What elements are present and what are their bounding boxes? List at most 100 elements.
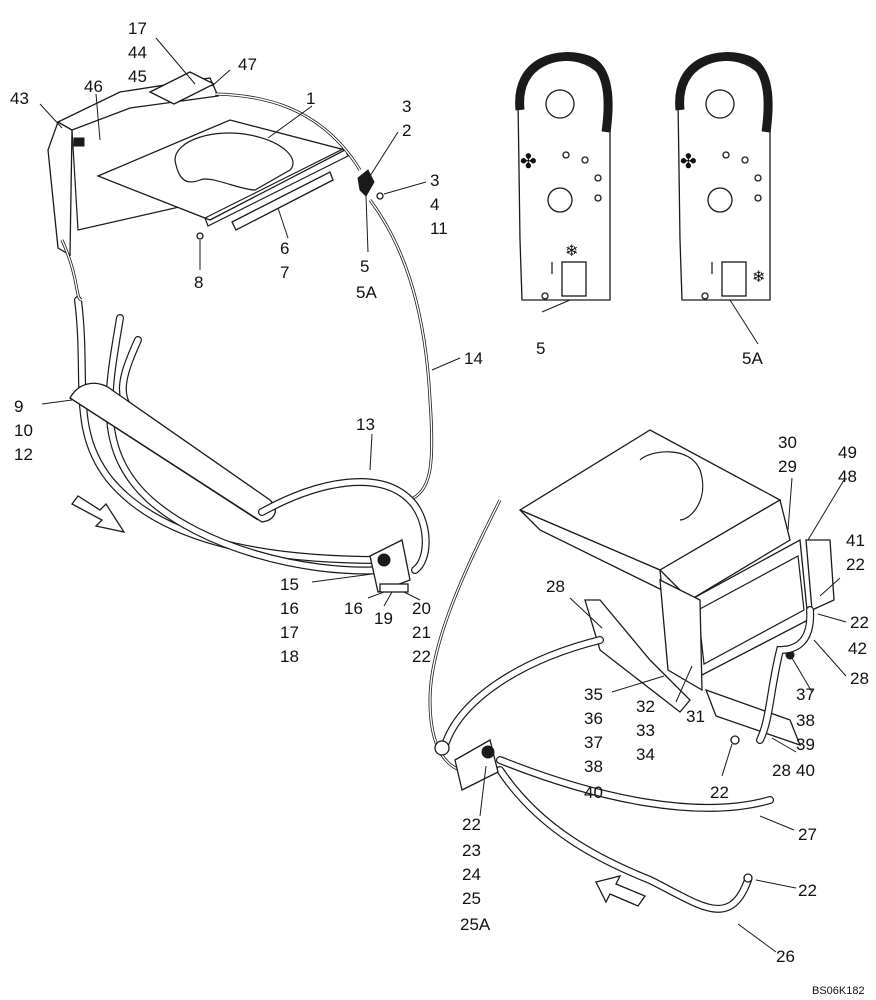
hose-end-22b bbox=[730, 735, 740, 745]
panel-5-arc bbox=[515, 52, 613, 133]
bracket-edge bbox=[71, 129, 211, 231]
side-bracket-left bbox=[47, 121, 73, 257]
label-22c: 22 bbox=[850, 613, 869, 632]
label-18: 18 bbox=[280, 647, 299, 666]
flow-arrow-left bbox=[71, 495, 126, 533]
label-38: 38 bbox=[584, 757, 603, 776]
bracket-right-side bbox=[659, 578, 703, 692]
label-33: 33 bbox=[636, 721, 655, 740]
snowflake-icon: ❄ bbox=[565, 243, 578, 260]
label-14: 14 bbox=[464, 349, 483, 368]
label-4: 4 bbox=[430, 195, 439, 214]
label-28b: 28 bbox=[850, 669, 869, 688]
side-fitting-right bbox=[805, 539, 835, 611]
panel-5a-arc bbox=[675, 52, 773, 133]
label-11: 11 bbox=[430, 219, 448, 238]
label-32: 32 bbox=[636, 697, 655, 716]
upper-left-hoses bbox=[60, 92, 434, 575]
label-2: 2 bbox=[402, 121, 411, 140]
callout-labels: 17 44 45 47 43 46 1 3 2 3 4 11 6 7 5 5A … bbox=[10, 19, 869, 997]
label-22f: 22 bbox=[798, 881, 817, 900]
label-29: 29 bbox=[778, 457, 797, 476]
label-19: 19 bbox=[374, 609, 393, 628]
label-41: 41 bbox=[846, 531, 865, 550]
label-35: 35 bbox=[584, 685, 603, 704]
control-panel-5a: ✤ ❄ bbox=[675, 52, 773, 301]
snowflake-icon-5a: ❄ bbox=[752, 269, 765, 286]
bracket-clip bbox=[73, 137, 85, 147]
label-6: 6 bbox=[280, 239, 289, 258]
lower-right-hoses bbox=[428, 499, 815, 913]
flow-arrow-right bbox=[595, 875, 646, 907]
label-22d: 22 bbox=[710, 783, 729, 802]
valve-block-right bbox=[434, 739, 499, 791]
valve-block-left bbox=[369, 539, 411, 593]
label-5A-panel: 5A bbox=[742, 349, 763, 368]
panel-5a-switch bbox=[721, 261, 747, 297]
label-15: 15 bbox=[280, 575, 299, 594]
label-5: 5 bbox=[360, 257, 369, 276]
lower-right-assembly bbox=[518, 429, 835, 747]
wire-14 bbox=[368, 199, 434, 502]
control-panel-5: ✤ ❄ bbox=[515, 52, 613, 301]
valve-switch bbox=[357, 169, 375, 197]
label-27: 27 bbox=[798, 825, 817, 844]
label-38b: 38 bbox=[796, 711, 815, 730]
tray-front-lip bbox=[204, 147, 349, 227]
label-42: 42 bbox=[848, 639, 867, 658]
screw-8 bbox=[196, 232, 204, 240]
label-45: 45 bbox=[128, 67, 147, 86]
label-44: 44 bbox=[128, 43, 147, 62]
valve-manifold bbox=[379, 583, 409, 593]
label-28: 28 bbox=[546, 577, 565, 596]
label-46: 46 bbox=[84, 77, 103, 96]
label-30: 30 bbox=[778, 433, 797, 452]
label-25: 25 bbox=[462, 889, 481, 908]
label-16b: 16 bbox=[344, 599, 363, 618]
hose-end-22 bbox=[743, 873, 753, 883]
fitting-3 bbox=[376, 192, 384, 200]
label-26: 26 bbox=[776, 947, 795, 966]
label-3: 3 bbox=[402, 97, 411, 116]
upper-left-assembly bbox=[47, 71, 384, 257]
lower-bracket bbox=[584, 599, 691, 713]
label-8: 8 bbox=[194, 273, 203, 292]
label-24: 24 bbox=[462, 865, 481, 884]
label-9: 9 bbox=[14, 397, 23, 416]
label-10: 10 bbox=[14, 421, 33, 440]
flow-arrow-in bbox=[595, 875, 646, 907]
label-7: 7 bbox=[280, 263, 289, 282]
label-31: 31 bbox=[686, 707, 705, 726]
label-28c: 28 bbox=[772, 761, 791, 780]
valve-right-end bbox=[434, 740, 450, 756]
valve-plate bbox=[369, 539, 411, 593]
label-34: 34 bbox=[636, 745, 655, 764]
label-40b: 40 bbox=[796, 761, 815, 780]
panel-5-knob-mid bbox=[547, 187, 573, 213]
air-duct bbox=[69, 382, 430, 574]
duct-body bbox=[69, 382, 276, 523]
label-5A: 5A bbox=[356, 283, 377, 302]
label-17: 17 bbox=[128, 19, 147, 38]
panel-5-switch bbox=[561, 261, 587, 297]
tray-plate bbox=[96, 119, 347, 221]
label-3b: 3 bbox=[430, 171, 439, 190]
label-22b: 22 bbox=[846, 555, 865, 574]
flow-arrow-out bbox=[71, 495, 126, 533]
label-13: 13 bbox=[356, 415, 375, 434]
fan-icon-5a: ✤ bbox=[680, 151, 697, 173]
label-12: 12 bbox=[14, 445, 33, 464]
support-bar bbox=[231, 171, 334, 231]
tray-recess bbox=[174, 132, 294, 191]
floor-plate-right bbox=[704, 688, 802, 747]
label-36: 36 bbox=[584, 709, 603, 728]
label-21: 21 bbox=[412, 623, 431, 642]
fan-icon: ✤ bbox=[520, 151, 537, 173]
label-22e: 22 bbox=[462, 815, 481, 834]
label-22: 22 bbox=[412, 647, 431, 666]
label-37: 37 bbox=[584, 733, 603, 752]
label-20: 20 bbox=[412, 599, 431, 618]
label-48: 48 bbox=[838, 467, 857, 486]
label-17b: 17 bbox=[280, 623, 299, 642]
